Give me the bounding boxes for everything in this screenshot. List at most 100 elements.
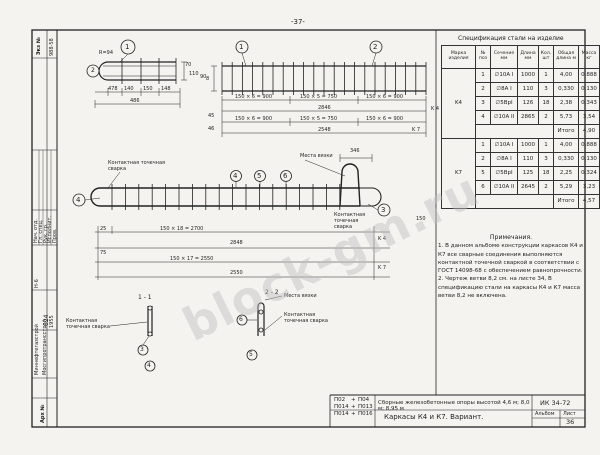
- spec-cell: ∅5ВрI: [490, 96, 518, 111]
- spec-header-cell: Марка изделия: [441, 45, 476, 69]
- spec-total-label: Итого: [553, 124, 579, 139]
- callout-4-sec1: 4: [147, 362, 151, 369]
- callout-6-elev: 6: [283, 172, 288, 180]
- spec-cell: 2,38: [553, 96, 579, 111]
- spec-total-blank: [475, 194, 554, 209]
- callout-5-sec2: 5: [249, 351, 253, 358]
- plan-dim-bot-2: 150 × 5 = 750: [300, 116, 338, 122]
- spec-cell: 3,23: [578, 180, 600, 195]
- section-1-1-weld-label: Контактная точечная сварка: [66, 318, 110, 330]
- section-2-2-weld-label: Контактная точечная сварка: [284, 312, 328, 324]
- callout-2-top: 2: [91, 67, 95, 74]
- spec-cell: 4,00: [553, 138, 579, 153]
- spec-cell: ∅10А II: [490, 180, 518, 195]
- spec-cell: 2: [538, 180, 554, 195]
- spec-cell: 1000: [517, 68, 539, 83]
- spec-cell: 4: [475, 110, 491, 125]
- spec-header-cell: Кол. шт: [538, 45, 554, 69]
- side-block-row-5: Пров.: [52, 228, 58, 243]
- spec-cell: 5: [475, 166, 491, 181]
- callout-3-sec1: 3: [140, 346, 144, 353]
- spec-cell: 126: [517, 96, 539, 111]
- spec-cell: ∅10А II: [490, 110, 518, 125]
- notes-heading: Примечания.: [489, 234, 533, 241]
- spec-cell: 2645: [517, 180, 539, 195]
- label-contact-weld: Контактная точечная сварка: [108, 160, 166, 172]
- spec-cell: 0,330: [553, 152, 579, 167]
- plan-dim-top-2: 150 × 5 = 750: [300, 94, 338, 100]
- tb-mark-3: П014: [334, 404, 349, 410]
- callout-4-elev: 4: [76, 196, 81, 204]
- spec-cell: 2,25: [553, 166, 579, 181]
- label-lift-place: Места вязки: [300, 153, 333, 159]
- plan-dim-8: 8: [206, 76, 210, 82]
- spec-cell: 5,73: [553, 110, 579, 125]
- elev-mark-k7: K 7: [378, 265, 387, 271]
- section-1-1-title: 1 - 1: [138, 294, 152, 301]
- plan-dim-45: 45: [208, 113, 215, 119]
- spec-cell: 0,330: [553, 82, 579, 97]
- tb-description: Сборные железобетонные опоры высотой 4,6…: [378, 400, 530, 412]
- plan-total-k7: 2548: [318, 127, 331, 133]
- side-org-1: Н-6: [34, 279, 40, 288]
- spec-cell: 3,54: [578, 110, 600, 125]
- plan-mark-k4: K 4: [431, 106, 440, 112]
- callout-6-sec2: 6: [239, 316, 243, 323]
- spec-cell: 110: [517, 152, 539, 167]
- dim-70: 70: [185, 62, 192, 68]
- tb-code: ИК 34-72: [540, 399, 571, 407]
- plan-dim-bot-1: 150 × 6 = 900: [235, 116, 273, 122]
- spec-cell: 18: [538, 96, 554, 111]
- spec-cell: 0,130: [578, 152, 600, 167]
- spec-cell: 1000: [517, 138, 539, 153]
- spec-header-cell: Масса кг: [578, 45, 600, 69]
- elev-dim-k4-total: 2848: [230, 240, 243, 246]
- dim-110: 110: [189, 71, 199, 77]
- spec-cell: 2: [475, 82, 491, 97]
- spec-cell: 0,130: [578, 82, 600, 97]
- spec-cell: 2: [475, 152, 491, 167]
- side-code: 024: [43, 314, 50, 326]
- section-2-2-lift-label: Места вязки: [284, 293, 317, 299]
- tb-mark-5: П014: [334, 411, 349, 417]
- tb-plus-2: +: [351, 404, 356, 410]
- side-header-cell1: Экз №: [36, 37, 42, 55]
- notes-block: Примечания. 1. В данном альбоме конструк…: [438, 234, 584, 300]
- callout-3-elev: 3: [381, 206, 386, 214]
- elev-dim-k7-total: 2550: [230, 270, 243, 276]
- page-number: -37-: [291, 18, 305, 26]
- callout-2-plan: 2: [373, 43, 378, 51]
- side-org-3: Мосгипротрансстрой: [42, 319, 48, 375]
- label-contact-weld-2: Контактная точечная сварка: [334, 212, 366, 230]
- spec-total-value: 4,90: [578, 124, 600, 139]
- spec-header-cell: Общая длина м: [553, 45, 579, 69]
- spec-cell: 2865: [517, 110, 539, 125]
- dim-486: 486: [130, 98, 140, 104]
- spec-cell: 5,29: [553, 180, 579, 195]
- tb-mark-2: П04: [358, 397, 370, 403]
- spec-cell: ∅8А I: [490, 82, 518, 97]
- plan-dim-bot-3: 150 × 6 = 900: [366, 116, 404, 122]
- tb-sheet-no: 36: [566, 418, 575, 426]
- plan-total-k4: 2846: [318, 105, 331, 111]
- tb-mark-6: П016: [358, 411, 373, 417]
- spec-cell: 1: [538, 68, 554, 83]
- spec-cell: ∅8А I: [490, 152, 518, 167]
- side-org-2: Миннефтегазстрой: [34, 324, 40, 375]
- dim-478: 478: [108, 86, 118, 92]
- spec-cell: 3: [538, 152, 554, 167]
- section-2-2-title: 2 - 2: [265, 289, 279, 296]
- dim-140: 140: [124, 86, 134, 92]
- callout-5-elev: 5: [257, 172, 262, 180]
- elev-dim-150: 150: [416, 216, 426, 222]
- spec-cell: ∅5ВрI: [490, 166, 518, 181]
- elev-dim-k4: 150 × 18 = 2700: [160, 226, 204, 232]
- tb-plus-1: +: [351, 397, 356, 403]
- notes-line-2: 2. Чертеж ветви 8,2 см. на листе 34, В с…: [438, 276, 581, 300]
